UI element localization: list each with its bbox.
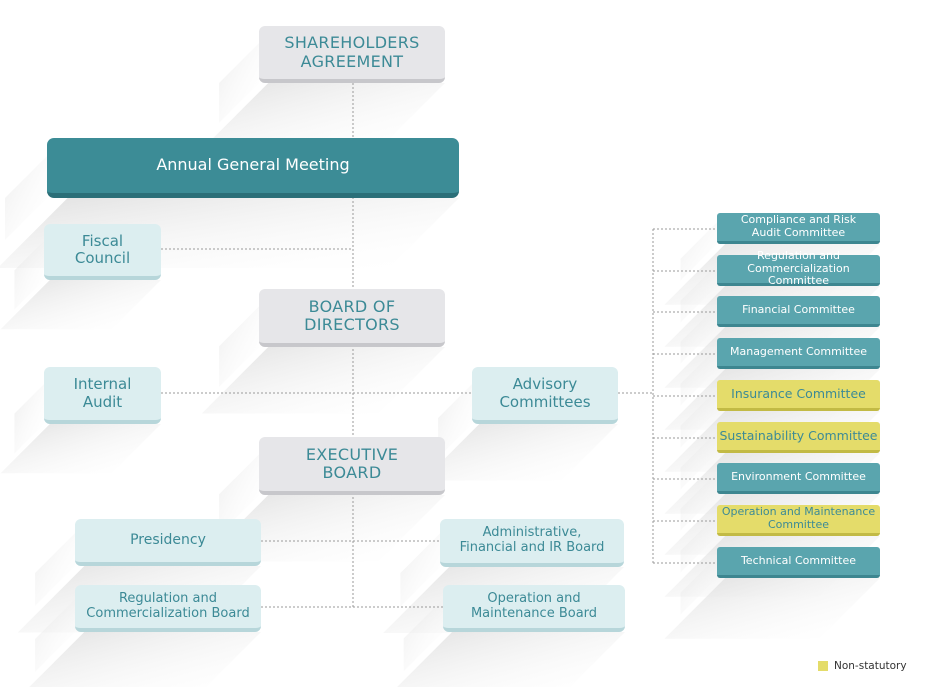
shadow-side-17 — [680, 431, 717, 490]
board-of-directors-box: BOARD OF DIRECTORS — [259, 289, 445, 347]
non-statutory-swatch — [818, 661, 828, 671]
shadow-side-7 — [219, 454, 259, 535]
shadow-side-11 — [403, 599, 443, 672]
committee-4: Management Committee — [717, 338, 880, 369]
shadow-4 — [201, 347, 445, 414]
shadow-side-4 — [219, 306, 259, 387]
legend: Non-statutory — [818, 660, 907, 672]
committee-8: Operation and Maintenance Committee — [717, 505, 880, 536]
administrative-financial-ir-board-box: Administrative, Financial and IR Board — [440, 519, 624, 567]
shadow-side-13 — [680, 264, 717, 323]
shadow-side-1 — [219, 43, 259, 123]
executive-board-box: EXECUTIVE BOARD — [259, 437, 445, 495]
shadow-side-12 — [680, 222, 717, 281]
shadow-side-10 — [35, 599, 75, 672]
committee-9: Technical Committee — [717, 547, 880, 578]
annual-general-meeting-box: Annual General Meeting — [47, 138, 459, 198]
advisory-committees-box: Advisory Committees — [472, 367, 618, 424]
shareholders-agreement-box: SHAREHOLDERS AGREEMENT — [259, 26, 445, 83]
shadow-5 — [0, 424, 161, 474]
committee-7: Environment Committee — [717, 463, 880, 494]
operation-maintenance-board-box: Operation and Maintenance Board — [443, 585, 625, 632]
committee-1: Compliance and Risk Audit Committee — [717, 213, 880, 244]
shadow-side-16 — [680, 389, 717, 448]
shadow-side-9 — [400, 533, 440, 607]
regulation-commercialization-board-box: Regulation and Commercialization Board — [75, 585, 261, 632]
internal-audit-box: Internal Audit — [44, 367, 161, 424]
shadow-side-5 — [14, 384, 44, 454]
committee-3: Financial Committee — [717, 296, 880, 327]
shadow-6 — [422, 424, 618, 481]
fiscal-council-box: Fiscal Council — [44, 224, 161, 280]
shadow-side-8 — [35, 533, 75, 606]
shadow-side-3 — [14, 240, 44, 310]
shadow-side-15 — [680, 347, 717, 406]
committee-6: Sustainability Committee — [717, 422, 880, 453]
legend-non-statutory-label: Non-statutory — [834, 660, 907, 672]
presidency-box: Presidency — [75, 519, 261, 566]
committee-2: Regulation and Commercialization Committ… — [717, 249, 880, 287]
shadow-10 — [29, 632, 261, 687]
shadow-side-19 — [680, 514, 717, 573]
shadow-side-14 — [680, 305, 717, 364]
shadow-side-6 — [438, 384, 472, 458]
shadow-20 — [664, 578, 880, 639]
shadow-11 — [397, 632, 625, 687]
shadow-7 — [201, 495, 445, 562]
shadow-side-2 — [5, 156, 47, 240]
shadow-3 — [0, 280, 161, 330]
shadow-side-18 — [680, 472, 717, 531]
committee-5: Insurance Committee — [717, 380, 880, 411]
shadow-side-20 — [680, 556, 717, 615]
shadow-1 — [201, 83, 445, 150]
